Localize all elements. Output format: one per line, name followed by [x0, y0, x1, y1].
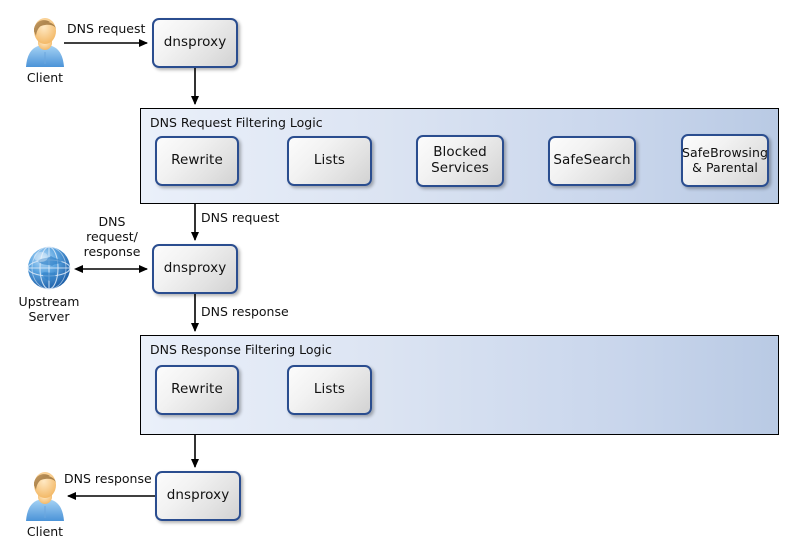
actor-client-top [24, 14, 66, 74]
globe-icon [27, 246, 71, 290]
group-request-filtering-title: DNS Request Filtering Logic [150, 115, 323, 130]
stage-blocked-services-line2: Services [431, 160, 489, 176]
actor-client-bottom [24, 468, 66, 528]
edge-label-request-filter-to-proxy2: DNS request [201, 210, 280, 225]
edge-label-proxy2-to-response-filter: DNS response [201, 304, 289, 319]
actor-client-bottom-caption: Client [26, 524, 64, 539]
stage-lists-response-label: Lists [313, 381, 346, 398]
stage-safebrowsing-parental[interactable]: SafeBrowsing & Parental [681, 134, 769, 187]
stage-safebrowsing-parental-line2: & Parental [692, 159, 758, 175]
stage-rewrite-response[interactable]: Rewrite [155, 365, 239, 415]
edge-label-proxy2-upstream-line3: response [83, 243, 141, 259]
edge-label-proxy2-upstream: DNS request/ response [76, 214, 148, 259]
edge-label-proxy2-upstream-line1: DNS [98, 214, 126, 229]
stage-lists-request-label: Lists [313, 152, 346, 169]
stage-safesearch-label: SafeSearch [553, 152, 631, 169]
edge-label-proxy2-upstream-line2: request/ [86, 228, 138, 244]
person-icon [26, 472, 64, 521]
edge-label-proxy3-to-client: DNS response [64, 471, 152, 486]
stage-lists-response[interactable]: Lists [287, 365, 372, 415]
stage-rewrite-request[interactable]: Rewrite [155, 136, 239, 186]
edge-label-client-to-proxy: DNS request [67, 21, 146, 36]
stage-safesearch[interactable]: SafeSearch [548, 136, 636, 186]
stage-rewrite-response-label: Rewrite [171, 381, 223, 398]
actor-client-top-caption: Client [26, 70, 64, 85]
node-dnsproxy-bottom-label: dnsproxy [166, 487, 230, 504]
stage-rewrite-request-label: Rewrite [171, 152, 223, 169]
group-response-filtering-title: DNS Response Filtering Logic [150, 342, 332, 357]
actor-upstream-server [24, 243, 74, 297]
actor-upstream-server-caption: Upstream Server [6, 294, 92, 324]
stage-blocked-services[interactable]: Blocked Services [416, 135, 504, 187]
stage-blocked-services-line1: Blocked [433, 144, 487, 161]
stage-lists-request[interactable]: Lists [287, 136, 372, 186]
stage-safebrowsing-parental-line1: SafeBrowsing [681, 145, 769, 161]
node-dnsproxy-middle[interactable]: dnsproxy [152, 244, 238, 294]
node-dnsproxy-middle-label: dnsproxy [163, 260, 227, 277]
node-dnsproxy-top-label: dnsproxy [163, 34, 227, 51]
upstream-caption-line1: Upstream [18, 294, 80, 309]
group-response-filtering: DNS Response Filtering Logic [140, 335, 779, 435]
node-dnsproxy-bottom[interactable]: dnsproxy [155, 471, 241, 521]
upstream-caption-line2: Server [28, 309, 70, 324]
person-icon [26, 18, 64, 67]
node-dnsproxy-top[interactable]: dnsproxy [152, 18, 238, 68]
